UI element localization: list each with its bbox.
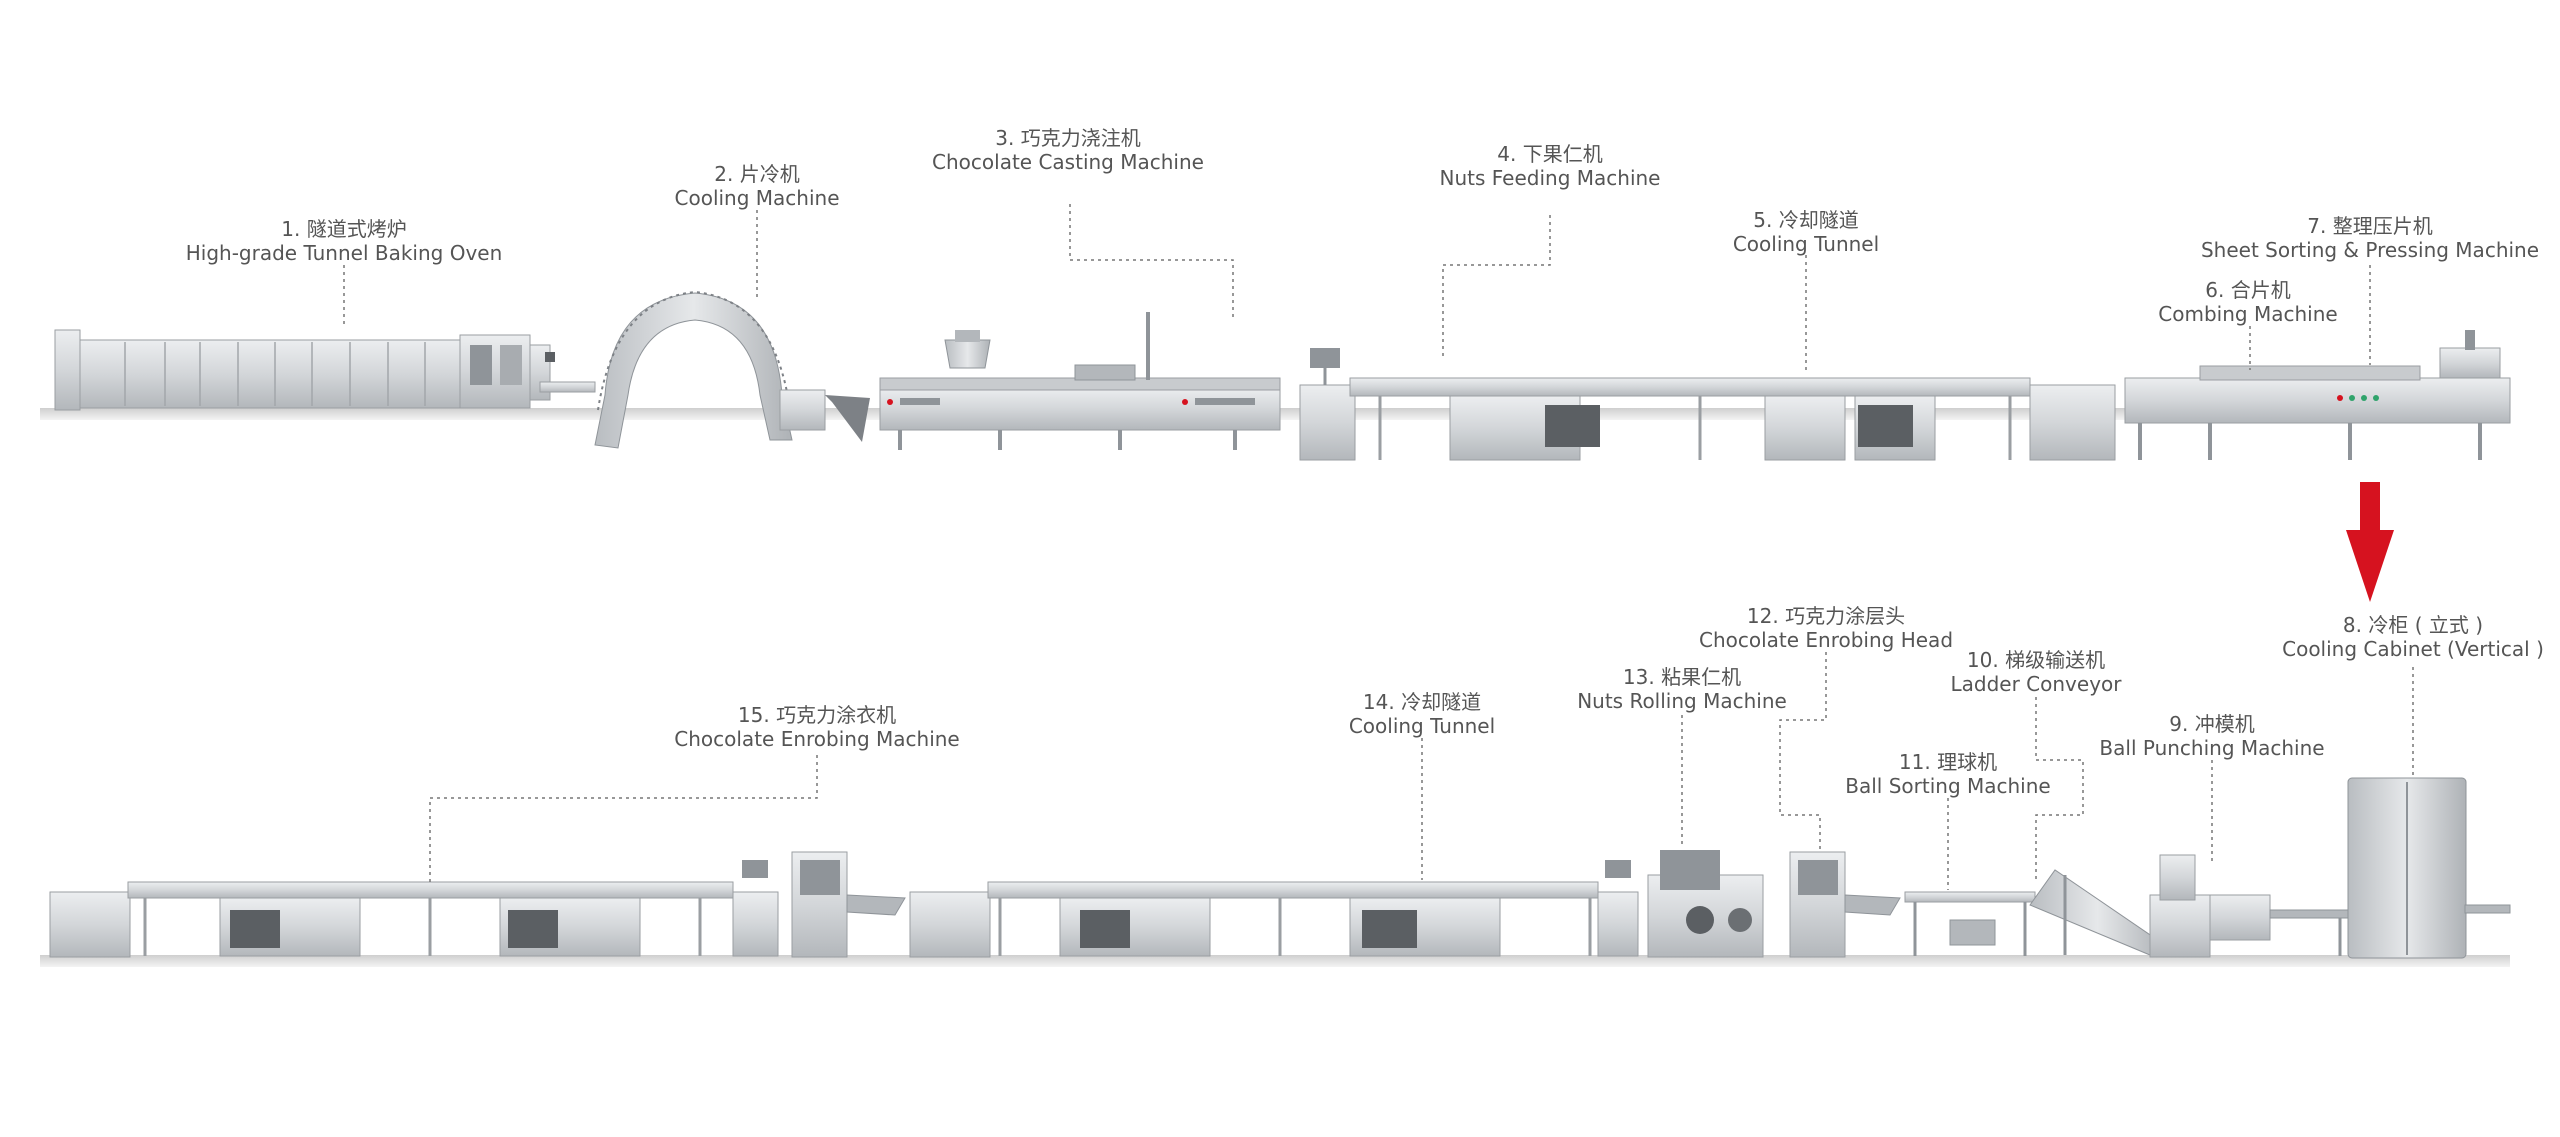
- label-chocolate-casting-machine: 3. 巧克力浇注机 Chocolate Casting Machine: [932, 126, 1204, 174]
- cooling-machine-arch: [595, 292, 870, 448]
- label-cn: 8. 冷柜 ( 立式 ): [2282, 613, 2544, 637]
- label-cooling-tunnel-top: 5. 冷却隧道 Cooling Tunnel: [1733, 208, 1879, 256]
- label-nuts-rolling-machine: 13. 粘果仁机 Nuts Rolling Machine: [1577, 665, 1787, 713]
- label-ball-punching-machine: 9. 冲模机 Ball Punching Machine: [2099, 712, 2324, 760]
- bottom-floor-shadow: [40, 955, 2510, 967]
- label-cn: 10. 梯级输送机: [1951, 648, 2122, 672]
- label-chocolate-enrobing-head: 12. 巧克力涂层头 Chocolate Enrobing Head: [1699, 604, 1953, 652]
- nuts-feeding-and-cooling-tunnel: [1300, 348, 2115, 460]
- label-en: Chocolate Enrobing Machine: [674, 727, 959, 751]
- label-cn: 7. 整理压片机: [2201, 214, 2539, 238]
- label-en: Cooling Cabinet (Vertical ): [2282, 637, 2544, 661]
- label-cooling-machine: 2. 片冷机 Cooling Machine: [675, 162, 840, 210]
- label-cn: 3. 巧克力浇注机: [932, 126, 1204, 150]
- top-row-machines: [40, 292, 2510, 460]
- bottom-row-machines: [40, 778, 2510, 967]
- label-en: Chocolate Enrobing Head: [1699, 628, 1953, 652]
- label-en: High-grade Tunnel Baking Oven: [186, 241, 503, 265]
- label-cn: 11. 理球机: [1845, 750, 2050, 774]
- cooling-tunnel-bottom: [910, 860, 1638, 957]
- label-en: Cooling Tunnel: [1349, 714, 1495, 738]
- label-en: Ladder Conveyor: [1951, 672, 2122, 696]
- label-tunnel-baking-oven: 1. 隧道式烤炉 High-grade Tunnel Baking Oven: [186, 217, 503, 265]
- label-cn: 9. 冲模机: [2099, 712, 2324, 736]
- cooling-cabinet-vertical: [2348, 778, 2510, 958]
- chocolate-enrobing-line: [50, 852, 905, 957]
- label-en: Nuts Rolling Machine: [1577, 689, 1787, 713]
- label-en: Cooling Tunnel: [1733, 232, 1879, 256]
- label-cn: 15. 巧克力涂衣机: [674, 703, 959, 727]
- combing-and-sheet-pressing-machine: [2125, 330, 2510, 460]
- label-cn: 4. 下果仁机: [1440, 142, 1661, 166]
- chocolate-casting-machine: [880, 312, 1280, 450]
- label-cn: 6. 合片机: [2158, 278, 2337, 302]
- tunnel-baking-oven: [55, 330, 595, 410]
- chocolate-enrobing-head: [1790, 852, 1900, 957]
- label-en: Cooling Machine: [675, 186, 840, 210]
- label-cn: 12. 巧克力涂层头: [1699, 604, 1953, 628]
- label-combing-machine: 6. 合片机 Combing Machine: [2158, 278, 2337, 326]
- label-cn: 1. 隧道式烤炉: [186, 217, 503, 241]
- ball-sorting-and-ladder-conveyor: [1905, 870, 2165, 956]
- label-cn: 13. 粘果仁机: [1577, 665, 1787, 689]
- label-en: Combing Machine: [2158, 302, 2337, 326]
- label-chocolate-enrobing-machine: 15. 巧克力涂衣机 Chocolate Enrobing Machine: [674, 703, 959, 751]
- nuts-rolling-machine: [1648, 850, 1763, 957]
- label-ladder-conveyor: 10. 梯级输送机 Ladder Conveyor: [1951, 648, 2122, 696]
- label-en: Ball Sorting Machine: [1845, 774, 2050, 798]
- arrow-down-icon: [2346, 482, 2394, 602]
- label-nuts-feeding-machine: 4. 下果仁机 Nuts Feeding Machine: [1440, 142, 1661, 190]
- label-cn: 2. 片冷机: [675, 162, 840, 186]
- label-en: Nuts Feeding Machine: [1440, 166, 1661, 190]
- label-cooling-cabinet: 8. 冷柜 ( 立式 ) Cooling Cabinet (Vertical ): [2282, 613, 2544, 661]
- label-en: Chocolate Casting Machine: [932, 150, 1204, 174]
- ball-punching-machine: [2150, 855, 2350, 957]
- label-cooling-tunnel-bottom: 14. 冷却隧道 Cooling Tunnel: [1349, 690, 1495, 738]
- label-ball-sorting-machine: 11. 理球机 Ball Sorting Machine: [1845, 750, 2050, 798]
- label-en: Ball Punching Machine: [2099, 736, 2324, 760]
- label-cn: 14. 冷却隧道: [1349, 690, 1495, 714]
- label-sheet-sorting-pressing: 7. 整理压片机 Sheet Sorting & Pressing Machin…: [2201, 214, 2539, 262]
- label-en: Sheet Sorting & Pressing Machine: [2201, 238, 2539, 262]
- label-cn: 5. 冷却隧道: [1733, 208, 1879, 232]
